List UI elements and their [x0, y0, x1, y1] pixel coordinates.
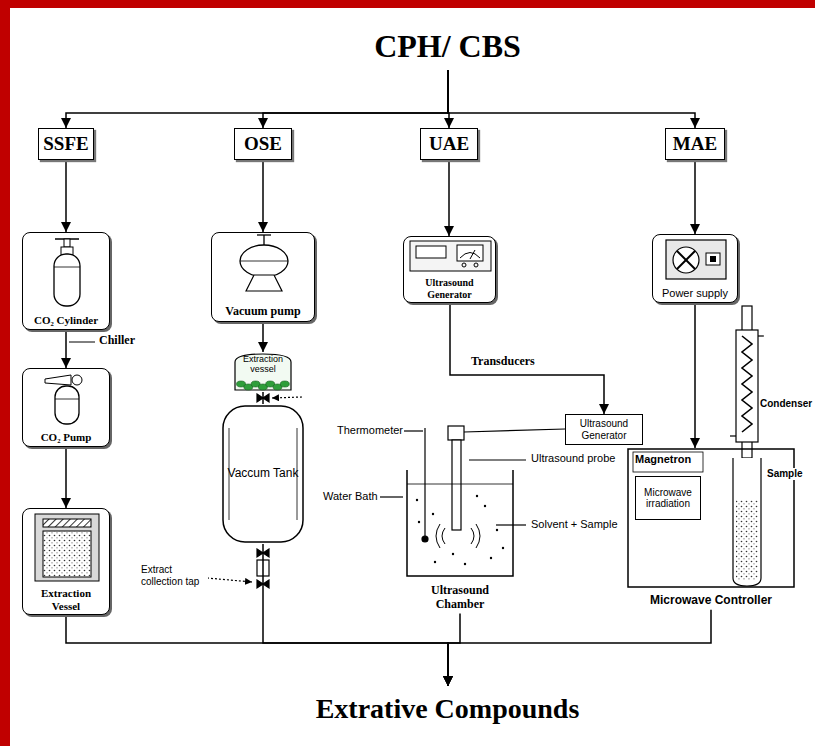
vacuum-tank: Vaccum Tank [220, 404, 306, 544]
connector-arrow [65, 330, 67, 368]
node-text: Vaccum Tank [228, 467, 299, 481]
part-label: Solvent + Sample [530, 518, 619, 531]
co2-cylinder: CO₂ Cylinder [22, 232, 110, 330]
part-label: Extract collection tap [140, 564, 208, 587]
collection-tap [207, 549, 269, 588]
node-text: Microwave Controller [650, 594, 772, 608]
connector-arrow [66, 615, 448, 686]
source-node: CPH/ CBS [330, 22, 565, 70]
method-box: SSFE [38, 128, 94, 160]
edge-label: Chiller [98, 334, 136, 348]
ev-icon [23, 509, 111, 583]
node-text: Microwave irradiation [639, 487, 697, 510]
extraction-vessel: Extraction Vessel [22, 508, 110, 615]
node-text: Extrative Compounds [316, 693, 580, 725]
thermometer [400, 428, 428, 542]
cyl-icon [23, 233, 111, 309]
connector-arrow [448, 614, 460, 686]
co2-pump: CO₂ Pump [22, 368, 110, 447]
connector-arrow [66, 70, 448, 128]
extraction-vessel: Extraction vessel [233, 352, 293, 392]
sample-vessel [733, 458, 761, 586]
power-supply: Power supply [652, 234, 738, 303]
connector-arrow [262, 160, 264, 232]
ultrasound-chamber: Ultrasound Chamber [405, 470, 515, 614]
connector-arrow [262, 322, 264, 352]
part-label: Magnetron [634, 453, 692, 466]
microwave-irradiation: Microwave irradiation [635, 476, 701, 520]
edge-label: Transducers [470, 355, 536, 369]
ultrasound-generator: Ultrasound Generator [403, 236, 496, 303]
connector-arrow [694, 160, 696, 234]
node-text: MAE [673, 133, 717, 155]
connector-arrow [263, 544, 448, 686]
node-text: Ultrasound Generator [569, 418, 639, 441]
connector-arrow [448, 610, 711, 686]
connector-arrow [694, 303, 696, 448]
method-box: UAE [420, 128, 478, 160]
part-label: Sample [766, 468, 804, 480]
chiller-leader [69, 342, 95, 343]
connector-arrow [65, 160, 67, 232]
node-text: Extraction Vessel [26, 587, 106, 612]
node-text: Extraction vessel [236, 354, 290, 375]
connector-arrow [448, 70, 695, 128]
node-text: Vacuum pump [225, 305, 300, 319]
node-text: Power supply [662, 287, 728, 300]
connector-arrow [448, 160, 450, 236]
pump-icon [23, 369, 111, 427]
ultrasound-generator: Ultrasound Generator [565, 414, 643, 445]
part-label: Water Bath [322, 490, 379, 503]
part-label: Ultrasound probe [530, 452, 616, 465]
node-text: Ultrasound Generator [407, 277, 492, 300]
node-text: CO₂ Pump [41, 431, 92, 444]
condenser [730, 306, 764, 458]
node-text: CO₂ Cylinder [34, 314, 98, 327]
part-label: Condenser [759, 398, 813, 410]
node-text: Ultrasound Chamber [408, 584, 512, 612]
gen-icon [404, 237, 497, 273]
connector-arrow [263, 70, 448, 128]
psu-icon [653, 235, 739, 283]
connector-arrow [65, 447, 67, 508]
connector-arrow [450, 303, 604, 414]
vacuum-pump: Vacuum pump [211, 232, 315, 322]
node-text: CPH/ CBS [374, 28, 521, 65]
node-text: SSFE [43, 133, 88, 155]
node-text: UAE [429, 133, 469, 155]
method-box: OSE [234, 128, 292, 160]
node-text: OSE [244, 133, 282, 155]
connector-arrow [262, 392, 264, 404]
part-label: Thermometer [336, 424, 404, 437]
method-box: MAE [665, 128, 725, 160]
vac-icon [212, 233, 316, 295]
product-node: Extrative Compounds [260, 686, 635, 732]
bath-icon [405, 470, 515, 578]
